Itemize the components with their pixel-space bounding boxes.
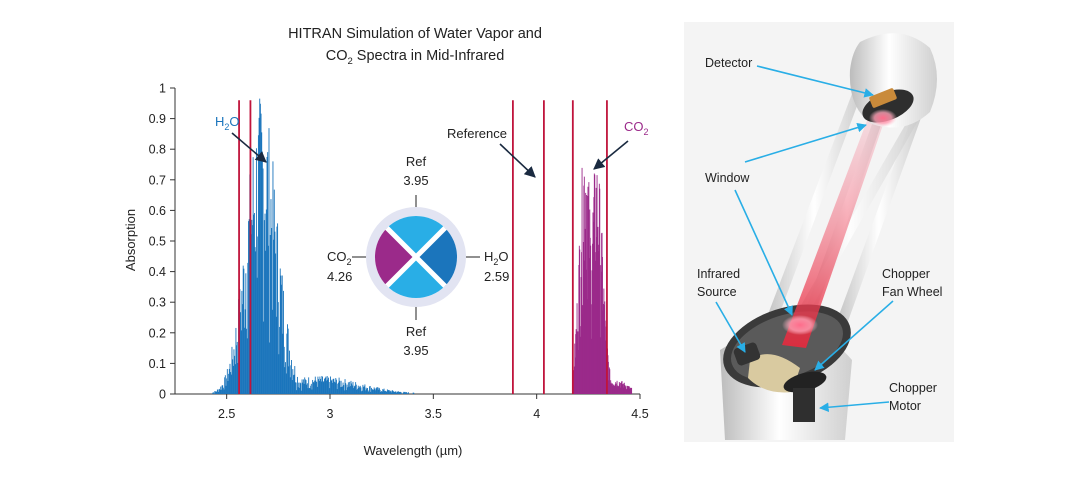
rod-3 — [832, 100, 926, 338]
y-tick-label: 0.4 — [149, 265, 166, 279]
label-infrared-source-1: Infrared — [697, 267, 740, 281]
x-tick-label: 3.5 — [425, 407, 442, 421]
label-infrared-source-2: Source — [697, 285, 737, 299]
y-tick-label: 0.6 — [149, 204, 166, 218]
wheel-filter-ref-top — [387, 215, 445, 257]
x-axis-label: Wavelength (µm) — [364, 443, 463, 458]
reference-label: Reference — [447, 126, 507, 141]
label-chopper-motor-1: Chopper — [889, 381, 937, 395]
x-tick-label: 4.5 — [631, 407, 648, 421]
wheel-filter-ref-bottom — [387, 257, 445, 299]
absorption-chart: HITRAN Simulation of Water Vapor and CO2… — [123, 26, 649, 458]
x-tick-label: 4 — [533, 407, 540, 421]
y-tick-label: 0.5 — [149, 235, 166, 249]
label-window: Window — [705, 171, 750, 185]
y-tick-label: 0.2 — [149, 326, 166, 340]
filter-wheel: Ref 3.95 Ref 3.95 CO2 4.26 H2O 2.59 — [327, 154, 509, 358]
y-tick-label: 0.8 — [149, 143, 166, 157]
label-detector: Detector — [705, 56, 752, 70]
y-tick-label: 0.1 — [149, 357, 166, 371]
y-axis-ticks: 0 0.1 0.2 0.3 0.4 0.5 0.6 0.7 0.8 0.9 1 — [149, 82, 175, 402]
x-tick-label: 3 — [327, 407, 334, 421]
infrared-source-leader — [715, 301, 746, 353]
wheel-co2-value: 4.26 — [327, 269, 352, 284]
window-glow — [782, 315, 818, 335]
detector-window-glow — [869, 109, 897, 127]
filter-lines — [238, 100, 608, 394]
chopper-fan-wheel — [783, 371, 827, 393]
chart-title-line1: HITRAN Simulation of Water Vapor and — [288, 26, 542, 42]
h2o-arrow — [231, 132, 267, 163]
y-tick-label: 0 — [159, 388, 166, 402]
y-tick-label: 0.3 — [149, 296, 166, 310]
sensor-illustration: Detector Window Infrared Source Chopper … — [684, 22, 954, 442]
wheel-ref-bottom-label: Ref — [406, 324, 427, 339]
label-chopper-fan-1: Chopper — [882, 267, 930, 281]
chopper-motor — [793, 388, 815, 422]
reference-arrow — [499, 143, 536, 178]
x-axis-ticks: 2.5 3 3.5 4 4.5 — [218, 394, 649, 421]
chart-title-line2: CO2 Spectra in Mid-Infrared — [326, 48, 505, 67]
window-leader-top — [744, 122, 867, 163]
legend-co2: CO2 — [624, 119, 649, 137]
chopper-fan-leader — [814, 300, 894, 371]
co2-arrow — [593, 140, 629, 170]
label-chopper-fan-2: Fan Wheel — [882, 285, 942, 299]
legend-h2o: H2O — [215, 114, 240, 132]
wheel-filter-h2o — [416, 228, 458, 286]
label-chopper-motor-2: Motor — [889, 399, 921, 413]
chopper-motor-leader — [819, 401, 890, 413]
wheel-filter-co2 — [374, 228, 416, 286]
series-co2 — [573, 167, 633, 394]
y-axis-label: Absorption — [123, 209, 138, 271]
x-tick-label: 2.5 — [218, 407, 235, 421]
wheel-h2o-label: H2O — [484, 249, 509, 267]
detector-leader — [756, 65, 874, 98]
y-tick-label: 0.7 — [149, 173, 166, 187]
y-tick-label: 1 — [159, 82, 166, 96]
y-tick-label: 0.9 — [149, 112, 166, 126]
wheel-ref-bottom-value: 3.95 — [403, 343, 428, 358]
infrared-beam — [782, 118, 884, 348]
rod-1 — [762, 78, 866, 334]
wheel-ref-top-value: 3.95 — [403, 173, 428, 188]
detector-element — [869, 88, 897, 108]
wheel-ref-top-label: Ref — [406, 154, 427, 169]
wheel-co2-label: CO2 — [327, 249, 352, 267]
wheel-h2o-value: 2.59 — [484, 269, 509, 284]
window-leader-bottom — [734, 189, 793, 316]
